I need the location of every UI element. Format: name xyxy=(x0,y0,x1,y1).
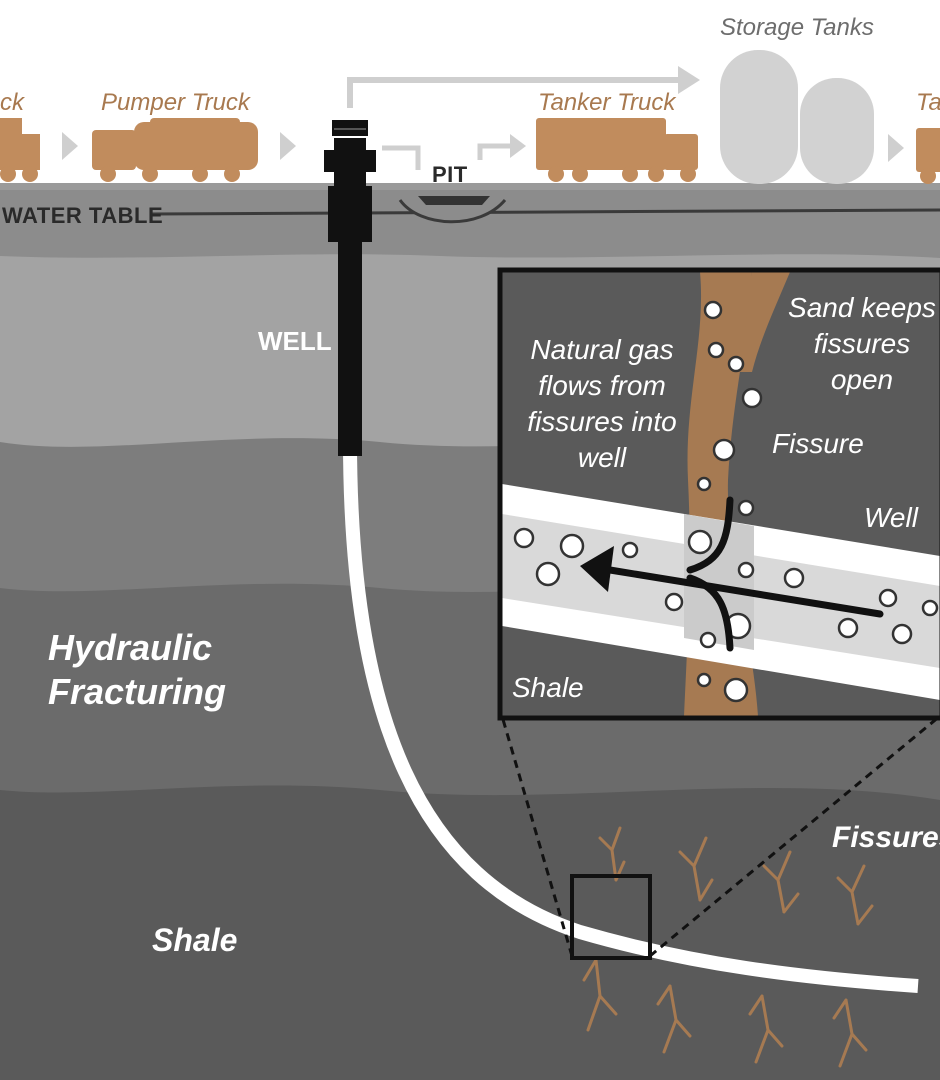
well xyxy=(324,120,919,993)
well-label: WELL xyxy=(258,326,332,356)
fissure xyxy=(748,994,784,1064)
inset-shale-label: Shale xyxy=(512,672,584,703)
fissure-network xyxy=(582,826,874,1068)
flow-arrow-1 xyxy=(62,132,78,160)
wellhead-base xyxy=(328,186,372,242)
zoom-connector-right xyxy=(649,714,940,958)
hydraulic-fracturing-title: Hydraulic Fracturing xyxy=(48,627,227,712)
pipe-to-storage-arrowhead xyxy=(678,66,700,94)
wellhead-valve xyxy=(324,150,376,172)
zoom-box xyxy=(570,874,652,960)
flow-arrows xyxy=(62,66,904,170)
water-table-label: WATER TABLE xyxy=(2,203,164,228)
pumper-truck-label: Pumper Truck xyxy=(101,89,250,116)
fissure xyxy=(656,984,692,1054)
right-truck-label: Ta xyxy=(916,89,940,116)
left-truck-label: ck xyxy=(0,89,24,116)
flow-arrow-3 xyxy=(888,134,904,162)
shale-label: Shale xyxy=(152,922,238,958)
fissure xyxy=(678,836,714,902)
pipe-to-tanker-arrowhead xyxy=(510,134,526,158)
inset-sand-text: Sand keeps fissures open xyxy=(788,292,936,395)
wellhead-cap-lower xyxy=(334,138,366,152)
fissures-label: Fissures xyxy=(832,821,940,854)
gas-flow-arrowhead xyxy=(580,546,614,592)
storage-tanks xyxy=(720,50,874,184)
inset-frame xyxy=(497,267,940,721)
inset-detail xyxy=(497,267,940,721)
pumper-truck xyxy=(92,118,258,182)
pit-label: PIT xyxy=(432,162,468,187)
ground-surface-line xyxy=(0,183,940,190)
tanker-truck xyxy=(536,118,698,182)
topsoil-layer xyxy=(0,185,940,258)
fissure xyxy=(762,850,800,914)
inset-well-label: Well xyxy=(864,502,918,533)
right-truck-partial xyxy=(916,128,940,184)
pipe-to-storage xyxy=(347,77,680,108)
gas-flow-from-bottom xyxy=(686,574,734,652)
inset-fissure-label: Fissure xyxy=(772,428,864,459)
pit-liquid xyxy=(418,196,490,205)
inset-gas-flow-text: Natural gas flows from fissures into wel… xyxy=(527,334,677,473)
sand-grains xyxy=(687,300,763,703)
pit-basin xyxy=(398,199,507,224)
fissure xyxy=(832,998,868,1068)
pipe-to-tanker xyxy=(477,143,512,160)
water-table-line xyxy=(151,208,940,216)
pipe-to-pit xyxy=(382,145,421,170)
well-casing xyxy=(338,210,362,456)
fissure xyxy=(836,864,874,926)
storage-tanks-label: Storage Tanks xyxy=(720,14,874,41)
left-truck-partial xyxy=(0,118,40,182)
gas-bubbles xyxy=(513,527,939,645)
inset-fissure-branch xyxy=(740,272,790,372)
gas-flow-arrows xyxy=(606,496,884,652)
trucks xyxy=(0,118,940,184)
well-bore xyxy=(343,210,919,993)
gas-flow-from-top xyxy=(686,496,734,574)
flow-arrow-2 xyxy=(280,132,296,160)
gas-flow-main-arrow xyxy=(606,566,884,618)
fissure xyxy=(582,958,618,1032)
wellhead-neck xyxy=(334,170,366,188)
tanker-truck-label: Tanker Truck xyxy=(538,89,676,116)
